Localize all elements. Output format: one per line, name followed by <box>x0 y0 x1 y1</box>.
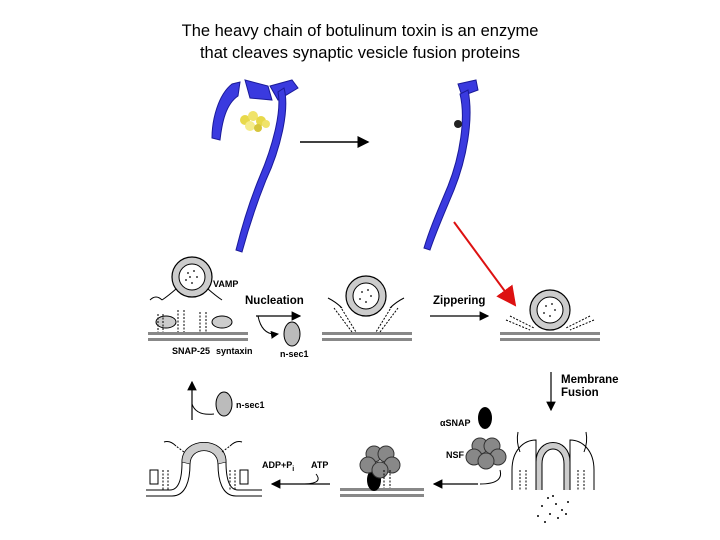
label-membrane: Membrane <box>561 374 619 386</box>
zinc-cluster <box>240 111 270 132</box>
panel-nucleated <box>322 275 412 341</box>
nsec1-top-shape <box>283 321 301 347</box>
label-vamp: VAMP <box>213 279 238 289</box>
panel-nsf-bound <box>340 445 424 497</box>
label-asnap: αSNAP <box>440 418 471 428</box>
label-zippering: Zippering <box>433 295 485 307</box>
toxin-heavy-chain <box>423 79 479 251</box>
panel-zippered <box>500 289 600 341</box>
nsf-shape <box>465 437 507 470</box>
nsec1-left-shape <box>215 391 233 417</box>
label-nsf: NSF <box>446 450 465 460</box>
label-atp: ATP <box>311 460 328 470</box>
toxin-intact <box>211 79 299 253</box>
panel-fused <box>511 431 595 523</box>
red-arrow <box>453 221 517 307</box>
label-nsec1-top: n-sec1 <box>280 349 309 359</box>
label-snap25: SNAP-25 <box>172 346 210 356</box>
label-nsec1-left: n-sec1 <box>236 400 265 410</box>
label-fusion: Fusion <box>561 387 599 399</box>
asnap-shape <box>478 407 492 429</box>
panel-recycled <box>146 441 262 497</box>
slide-title: The heavy chain of botulinum toxin is an… <box>0 20 720 64</box>
label-nucleation: Nucleation <box>245 295 304 307</box>
title-line-1: The heavy chain of botulinum toxin is an… <box>181 22 539 40</box>
label-syntaxin: syntaxin <box>216 346 253 356</box>
panel-docking <box>148 256 248 341</box>
label-adp: ADP+Pi <box>262 460 294 473</box>
title-line-2: that cleaves synaptic vesicle fusion pro… <box>199 44 521 62</box>
